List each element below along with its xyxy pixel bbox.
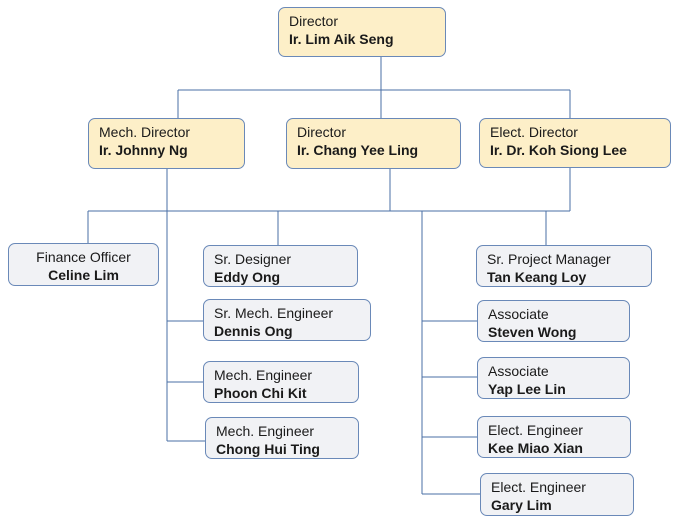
node-name: Yap Lee Lin: [488, 381, 566, 397]
node-role: Mech. Engineer: [214, 367, 313, 383]
node-role: Finance Officer: [36, 249, 131, 265]
node-sr-project-manager: Sr. Project Manager Tan Keang Loy: [476, 245, 652, 287]
node-name: Ir. Dr. Koh Siong Lee: [490, 142, 627, 158]
node-sr-mech-engineer: Sr. Mech. Engineer Dennis Ong: [203, 299, 371, 341]
node-name: Chong Hui Ting: [216, 441, 320, 457]
node-role: Associate: [488, 363, 549, 379]
node-name: Tan Keang Loy: [487, 269, 587, 285]
node-name: Celine Lim: [48, 267, 119, 283]
node-role: Elect. Director: [490, 124, 578, 140]
node-role: Mech. Engineer: [216, 423, 315, 439]
node-elect-engineer-gary: Elect. Engineer Gary Lim: [480, 473, 634, 516]
node-role: Associate: [488, 306, 549, 322]
node-name: Dennis Ong: [214, 323, 293, 339]
node-director-chang: Director Ir. Chang Yee Ling: [286, 118, 461, 169]
node-name: Gary Lim: [491, 497, 552, 513]
node-role: Mech. Director: [99, 124, 191, 140]
node-role: Sr. Designer: [214, 251, 292, 267]
node-name: Ir. Chang Yee Ling: [297, 142, 419, 158]
node-elect-engineer-kee: Elect. Engineer Kee Miao Xian: [477, 416, 631, 458]
node-sr-designer: Sr. Designer Eddy Ong: [203, 245, 358, 287]
node-associate-steven: Associate Steven Wong: [477, 300, 630, 342]
node-associate-yap: Associate Yap Lee Lin: [477, 357, 630, 399]
node-director-lim: Director Ir. Lim Aik Seng: [278, 7, 446, 57]
node-role: Elect. Engineer: [491, 479, 586, 495]
node-name: Kee Miao Xian: [488, 440, 583, 456]
node-role: Director: [297, 124, 347, 140]
node-role: Sr. Mech. Engineer: [214, 305, 334, 321]
node-finance-officer: Finance Officer Celine Lim: [8, 243, 159, 286]
node-name: Steven Wong: [488, 324, 577, 340]
node-name: Eddy Ong: [214, 269, 281, 285]
node-role: Elect. Engineer: [488, 422, 583, 438]
node-role: Director: [289, 13, 339, 29]
node-name: Phoon Chi Kit: [214, 385, 307, 401]
node-mech-engineer-chong: Mech. Engineer Chong Hui Ting: [205, 417, 359, 459]
node-name: Ir. Johnny Ng: [99, 142, 188, 158]
node-mech-engineer-phoon: Mech. Engineer Phoon Chi Kit: [203, 361, 359, 403]
node-role: Sr. Project Manager: [487, 251, 611, 267]
node-mech-director: Mech. Director Ir. Johnny Ng: [88, 118, 245, 169]
node-name: Ir. Lim Aik Seng: [289, 31, 394, 47]
node-elect-director: Elect. Director Ir. Dr. Koh Siong Lee: [479, 118, 671, 168]
